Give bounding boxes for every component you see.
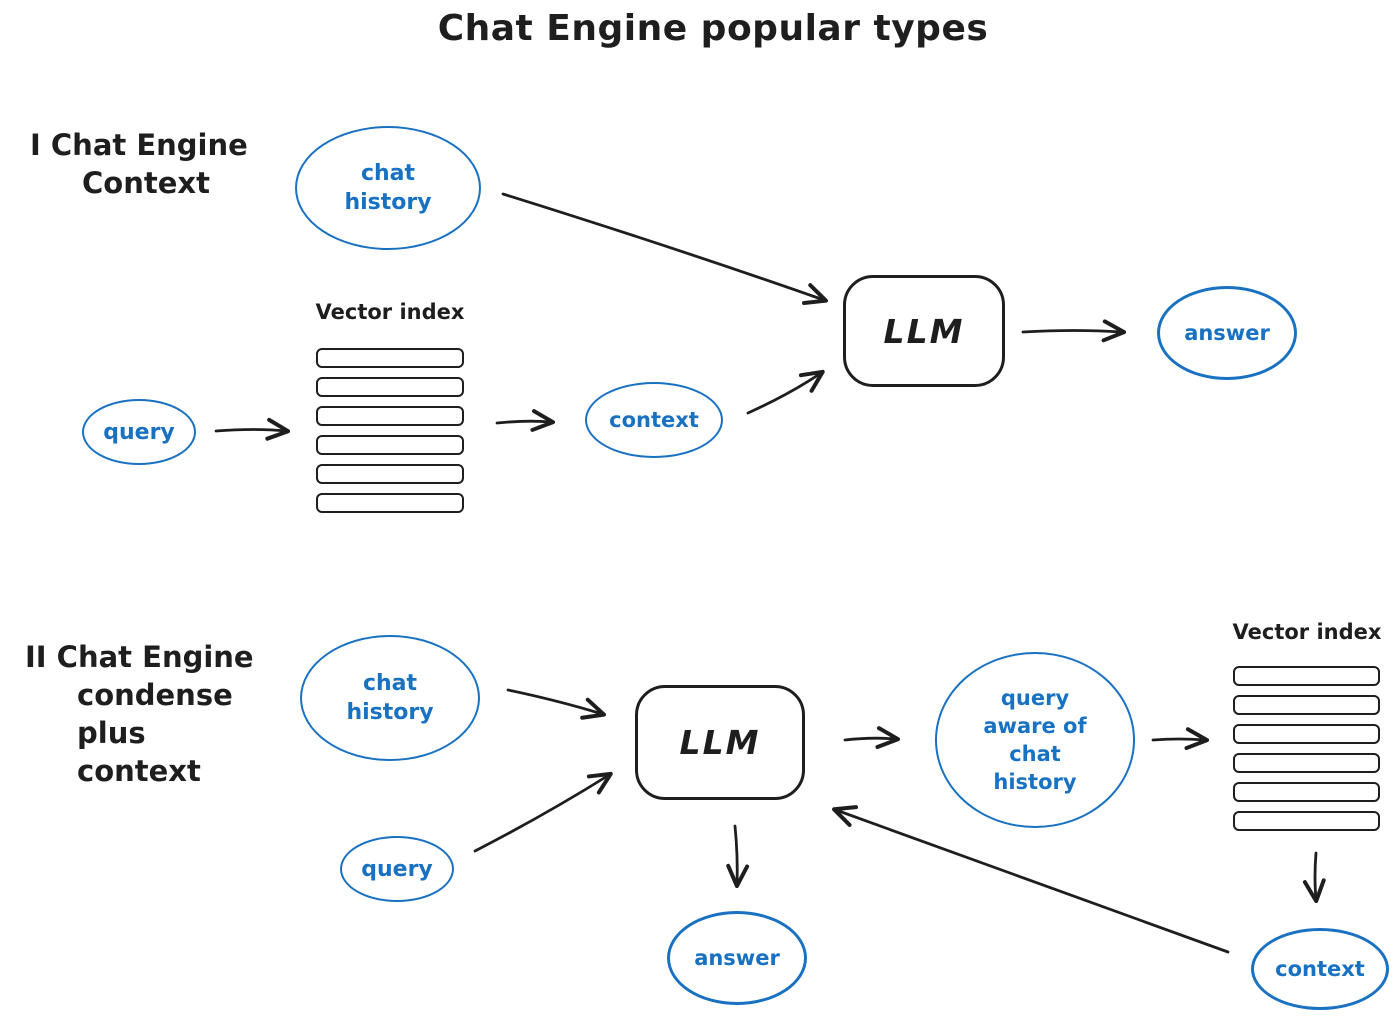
query-node-1: query: [82, 399, 196, 465]
context-node-2: context: [1251, 928, 1389, 1010]
query-aware-line3: chat: [1009, 742, 1061, 766]
vector-index-label-1: Vector index: [315, 300, 465, 324]
chat-history-label-line2: history: [346, 700, 434, 725]
chat-history-label-line1: chat: [362, 671, 418, 696]
diagram-title: Chat Engine popular types: [437, 8, 989, 49]
context-node-1: context: [585, 382, 723, 458]
answer-label: answer: [1184, 321, 1270, 345]
arrow-query1-to-vector1: [214, 417, 291, 441]
arrow-context2-to-llm2: [832, 805, 1230, 954]
context-label: context: [1275, 957, 1365, 981]
query-aware-node: query aware of chat history: [935, 652, 1135, 828]
vector-index-row: [316, 435, 464, 455]
arrow-chathistory2-to-llm2: [506, 688, 607, 720]
chat-history-node-2: chat history: [300, 635, 480, 761]
vector-index-stack-1: [316, 348, 464, 522]
vector-index-stack-2: [1233, 666, 1380, 840]
vector-index-row: [1233, 666, 1380, 686]
arrow-queryaware-to-vector2: [1151, 727, 1210, 751]
arrow-vector1-to-context1: [495, 409, 556, 432]
arrow-vector2-to-context2: [1302, 851, 1326, 904]
section2-heading-line3: plus context: [77, 716, 201, 788]
arrow-llm1-to-answer1: [1021, 319, 1127, 343]
chat-history-label-line1: chat: [360, 161, 416, 186]
vector-index-row: [1233, 782, 1380, 802]
vector-index-row: [316, 348, 464, 368]
vector-index-row: [1233, 695, 1380, 715]
vector-index-row: [1233, 753, 1380, 773]
vector-index-label-2: Vector index: [1232, 620, 1382, 644]
vector-index-row: [316, 377, 464, 397]
query-label: query: [361, 856, 433, 882]
query-aware-line4: history: [993, 770, 1077, 794]
section2-heading: II Chat Engine condense plus context: [25, 638, 275, 790]
section2-heading-line2: condense: [77, 678, 233, 712]
query-node-2: query: [340, 836, 454, 902]
query-label: query: [103, 419, 175, 445]
llm-label: LLM: [679, 723, 761, 762]
query-aware-line1: query: [1000, 686, 1070, 710]
arrow-query2-to-llm2: [473, 771, 613, 853]
chat-history-label-line2: history: [344, 190, 432, 215]
llm-label: LLM: [883, 311, 965, 351]
arrow-llm2-to-queryaware: [843, 726, 901, 749]
section1-heading: I Chat Engine Context: [30, 126, 270, 202]
arrow-context1-to-llm1: [746, 369, 825, 415]
llm-node-1: LLM: [843, 275, 1005, 387]
answer-label: answer: [694, 946, 780, 970]
vector-index-row: [1233, 811, 1380, 831]
llm-node-2: LLM: [635, 685, 805, 800]
answer-node-1: answer: [1157, 286, 1297, 380]
section1-heading-line1: I Chat Engine: [30, 128, 248, 162]
context-label: context: [609, 408, 699, 432]
arrow-chathistory1-to-llm1: [501, 192, 828, 306]
vector-index-row: [316, 406, 464, 426]
query-aware-line2: aware of: [983, 714, 1087, 738]
vector-index-row: [316, 464, 464, 484]
vector-index-row: [1233, 724, 1380, 744]
vector-index-row: [316, 493, 464, 513]
answer-node-2: answer: [667, 911, 807, 1005]
section1-heading-line2: Context: [82, 166, 210, 200]
section2-heading-line1: II Chat Engine: [25, 640, 254, 674]
chat-history-node-1: chat history: [295, 126, 481, 250]
arrow-llm2-to-answer2: [726, 824, 750, 889]
